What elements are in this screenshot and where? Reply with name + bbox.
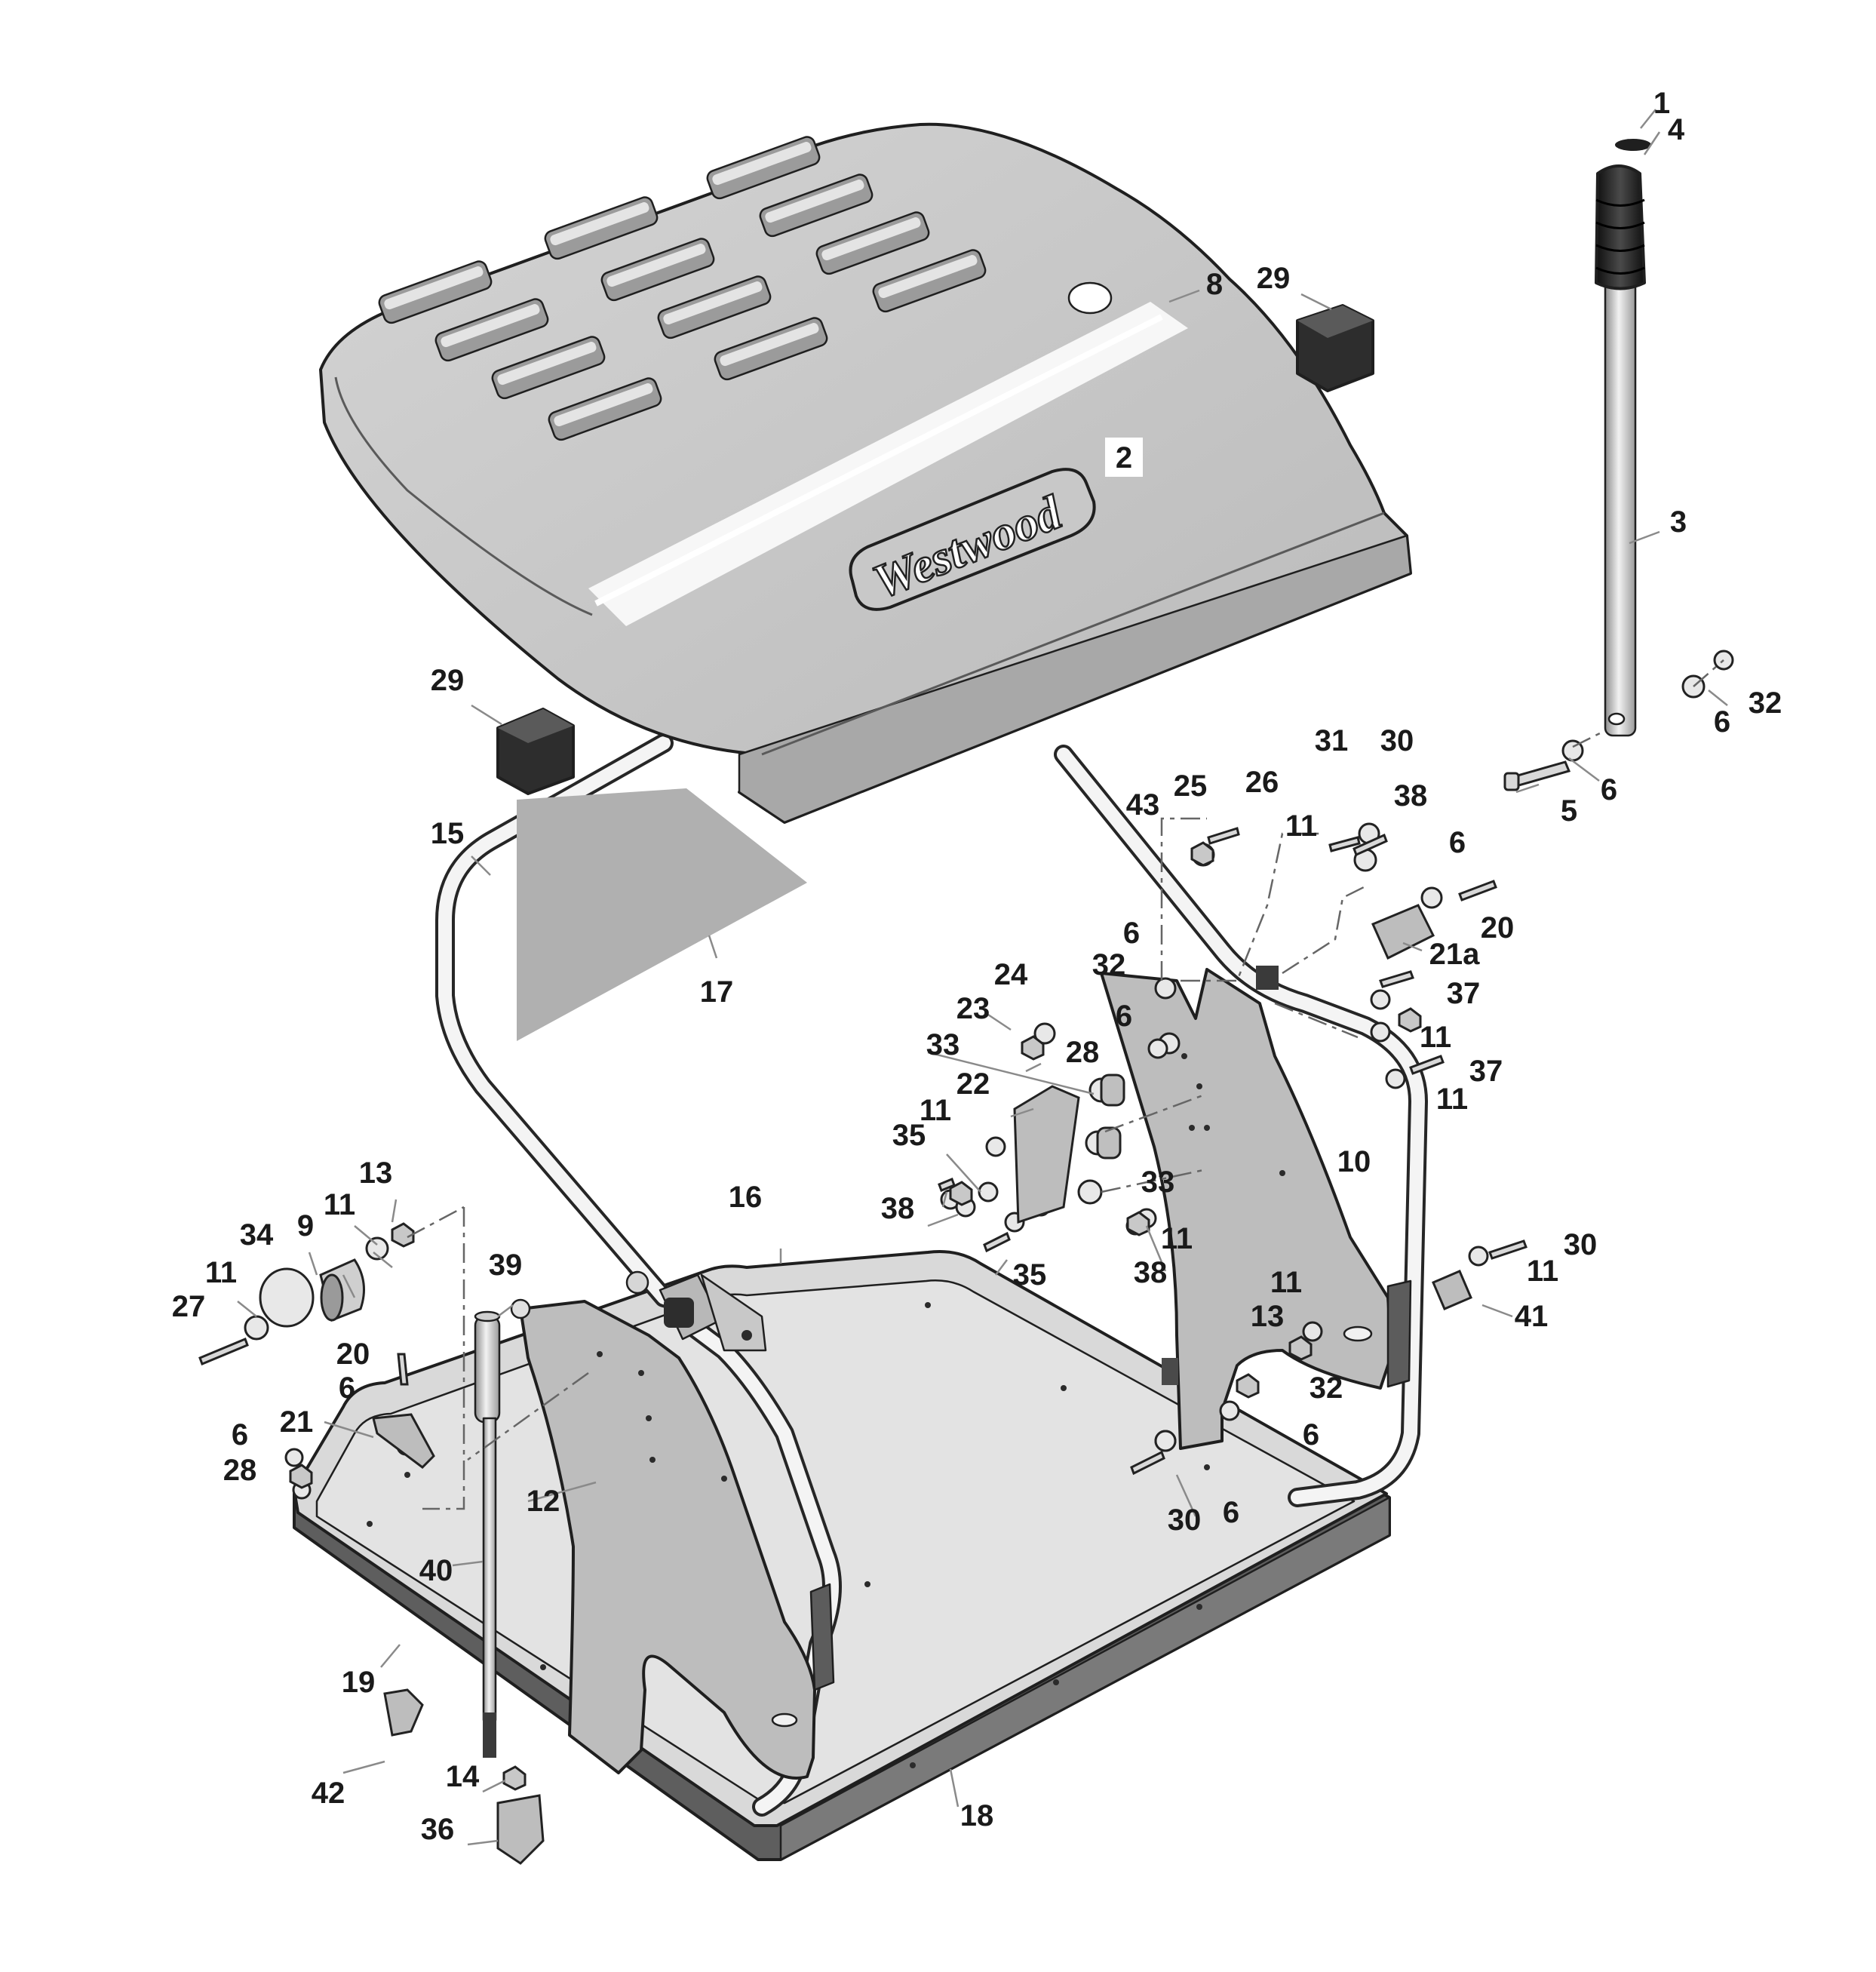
callout-26: 26 xyxy=(1245,766,1279,799)
left-side-panel xyxy=(510,1298,835,1780)
callout-4: 4 xyxy=(1668,113,1685,146)
callout-11: 11 xyxy=(1420,1021,1451,1054)
callout-labels: 1 4 8 29 2 3 29 32 6 6 5 31 30 25 26 38 … xyxy=(172,87,1782,1846)
assembly-centerlines xyxy=(407,659,1724,1510)
callout-11: 11 xyxy=(1436,1083,1468,1116)
callout-9: 9 xyxy=(297,1209,314,1242)
callout-20: 20 xyxy=(336,1338,370,1371)
callout-25: 25 xyxy=(1174,769,1208,803)
callout-35: 35 xyxy=(1013,1258,1047,1292)
callout-23: 23 xyxy=(956,992,990,1025)
callout-38: 38 xyxy=(881,1192,915,1225)
callout-29: 29 xyxy=(1257,262,1291,295)
callout-20: 20 xyxy=(1481,911,1515,945)
rubber-bumper-left xyxy=(496,708,575,795)
callout-24: 24 xyxy=(994,958,1028,991)
hardware-fasteners xyxy=(198,650,1734,1865)
callout-5: 5 xyxy=(1561,794,1577,828)
callout-22: 22 xyxy=(956,1067,990,1101)
lid-handle xyxy=(1595,139,1651,737)
callout-36: 36 xyxy=(421,1813,455,1846)
callout-leaders xyxy=(237,109,1728,1846)
callout-15: 15 xyxy=(431,817,465,850)
callout-32: 32 xyxy=(1092,948,1126,981)
callout-27: 27 xyxy=(172,1290,206,1323)
callout-21: 21 xyxy=(280,1405,314,1439)
callout-30: 30 xyxy=(1564,1228,1598,1261)
callout-6: 6 xyxy=(1223,1496,1239,1529)
callout-12: 12 xyxy=(527,1485,560,1518)
callout-13: 13 xyxy=(1251,1300,1285,1333)
lid-vents xyxy=(378,136,987,441)
callout-37: 37 xyxy=(1447,977,1481,1010)
callout-6: 6 xyxy=(339,1371,355,1405)
callout-21a: 21a xyxy=(1429,938,1480,971)
callout-17: 17 xyxy=(700,975,734,1009)
callout-2: 2 xyxy=(1116,441,1132,475)
callout-31: 31 xyxy=(1315,724,1349,757)
rubber-bumper-right xyxy=(1296,304,1374,392)
callout-38: 38 xyxy=(1394,779,1428,812)
callout-6: 6 xyxy=(232,1418,248,1451)
callout-29: 29 xyxy=(431,664,465,697)
callout-14: 14 xyxy=(446,1760,480,1793)
callout-33: 33 xyxy=(926,1028,960,1061)
callout-6: 6 xyxy=(1449,826,1466,859)
callout-1: 1 xyxy=(1653,87,1670,120)
callout-43: 43 xyxy=(1126,788,1160,822)
seat-back-pad xyxy=(517,788,807,1041)
callout-11: 11 xyxy=(1527,1255,1558,1288)
callout-13: 13 xyxy=(359,1156,393,1190)
callout-19: 19 xyxy=(342,1666,376,1699)
callout-11: 11 xyxy=(920,1094,951,1127)
callout-37: 37 xyxy=(1469,1055,1503,1088)
hinge-clamps xyxy=(625,1270,767,1352)
callout-30: 30 xyxy=(1168,1504,1202,1537)
callout-32: 32 xyxy=(1749,687,1782,720)
callout-33: 33 xyxy=(1141,1166,1175,1199)
seat-lid: Westwood xyxy=(319,122,1412,824)
callout-6: 6 xyxy=(1601,773,1617,806)
callout-41: 41 xyxy=(1515,1300,1549,1333)
callout-16: 16 xyxy=(729,1181,763,1214)
callout-11: 11 xyxy=(1285,809,1317,843)
callout-35: 35 xyxy=(892,1119,926,1152)
callout-11: 11 xyxy=(1270,1266,1302,1299)
callout-10: 10 xyxy=(1337,1145,1371,1178)
callout-6: 6 xyxy=(1116,1000,1132,1033)
support-rod xyxy=(474,1310,501,1758)
callout-39: 39 xyxy=(489,1249,523,1282)
callout-6: 6 xyxy=(1123,917,1140,950)
callout-40: 40 xyxy=(419,1554,453,1587)
callout-18: 18 xyxy=(960,1799,994,1832)
callout-6: 6 xyxy=(1714,705,1730,739)
callout-11: 11 xyxy=(1161,1222,1193,1255)
callout-30: 30 xyxy=(1380,724,1414,757)
callout-3: 3 xyxy=(1670,505,1687,539)
callout-34: 34 xyxy=(240,1218,274,1252)
callout-38: 38 xyxy=(1134,1256,1168,1289)
callout-42: 42 xyxy=(312,1777,345,1810)
callout-6: 6 xyxy=(1303,1418,1319,1451)
callout-8: 8 xyxy=(1206,268,1223,301)
callout-32: 32 xyxy=(1310,1371,1343,1405)
callout-11: 11 xyxy=(205,1256,237,1289)
callout-28: 28 xyxy=(1066,1036,1100,1069)
callout-28: 28 xyxy=(223,1454,257,1487)
callout-11: 11 xyxy=(324,1188,355,1221)
